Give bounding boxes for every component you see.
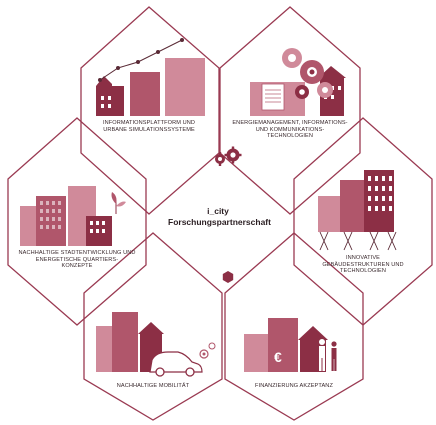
svg-text:€: € [274, 349, 282, 365]
gears-icon [215, 146, 242, 166]
hex-frame-urban [7, 117, 147, 326]
module-label-energy: ENERGIEMANAGEMENT, INFORMATIONS- UND KOM… [232, 120, 348, 140]
module-label-finance: FINANZIERUNG AKZEPTANZ [255, 383, 333, 389]
module-label-urban: NACHHALTIGE STADTENTWICKLUNG UND ENERGET… [18, 250, 136, 270]
module-label-info-platform: INFORMATIONSPLATTFORM UND URBANE SIMULAT… [102, 120, 196, 133]
hex-frame-mobility [83, 232, 223, 421]
module-label-buildings: INNOVATIVE GEBÄUDESTRUKTUREN UND TECHNOL… [322, 255, 404, 275]
hex-frame-building [293, 117, 433, 326]
bars-chart-icon [96, 38, 205, 116]
mobility-car-icon [96, 312, 216, 377]
center-title: i_city [207, 206, 229, 216]
building-structure-icon [318, 170, 397, 251]
hexagon-dot-icon [222, 271, 234, 283]
center-title-block: i_city Forschungspartnerschaft [168, 206, 271, 228]
module-label-mobility: NACHHALTIGE MOBILITÄT [116, 383, 190, 389]
finance-people-icon: € [244, 318, 337, 372]
center-subtitle: Forschungspartnerschaft [168, 217, 271, 227]
energy-gears-icon [250, 48, 346, 116]
hex-frame-finance [224, 232, 364, 421]
city-quarter-icon [20, 186, 126, 246]
